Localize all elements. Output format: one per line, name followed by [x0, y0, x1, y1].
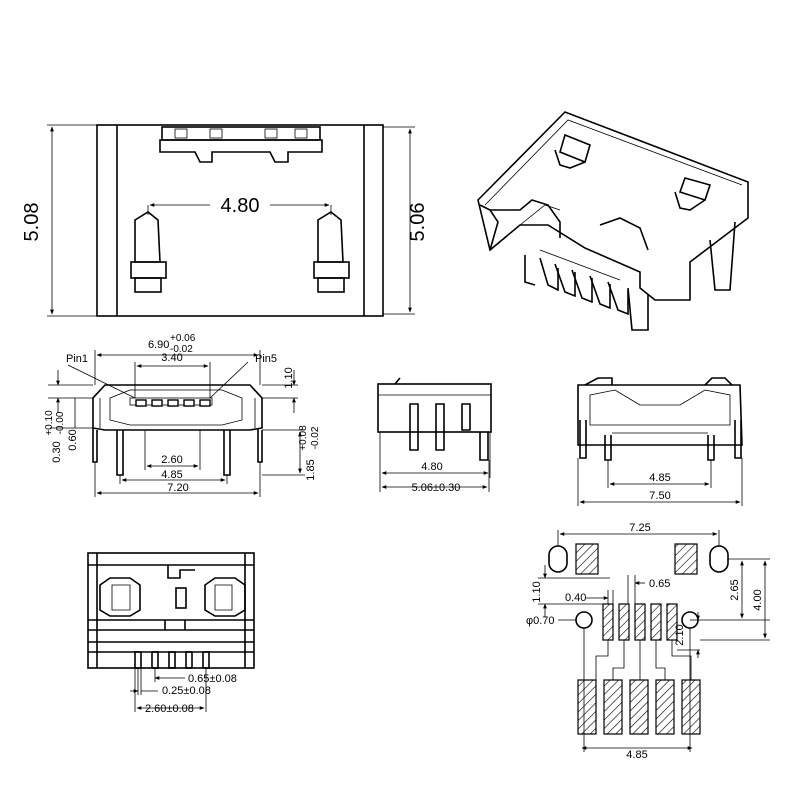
front-lead-h-minus: -0.02: [310, 426, 321, 449]
front-lead-h-plus: +0.08: [298, 425, 309, 451]
fp-phi070: φ0.70: [526, 615, 555, 627]
rear-d485: 4.85: [649, 472, 670, 484]
front-d485: 4.85: [161, 469, 182, 481]
top-height-right: 5.06: [407, 203, 429, 242]
fp-d110: 1.10: [531, 581, 543, 602]
side-d480: 4.80: [421, 461, 442, 473]
bottom-d260: 2.60±0.08: [145, 703, 194, 715]
fp-d725: 7.25: [629, 522, 650, 534]
fp-d065: 0.65: [649, 578, 670, 590]
front-width-top: 6.90: [148, 339, 169, 351]
front-left-t1-minus: -0.00: [55, 411, 66, 434]
front-d720: 7.20: [167, 482, 188, 494]
front-width-top-plus: +0.06: [170, 333, 196, 344]
side-d506: 5.06±0.30: [412, 482, 461, 494]
front-inner: 3.40: [161, 352, 182, 364]
front-left-t1-plus: +0.10: [44, 410, 55, 436]
footprint-view: [538, 530, 770, 752]
pin5-label: Pin5: [255, 353, 277, 365]
fp-d485: 4.85: [626, 749, 647, 761]
bottom-view: [87, 552, 255, 712]
front-d260: 2.60: [161, 454, 182, 466]
front-left-t2: 0.60: [67, 429, 79, 450]
top-view: [47, 124, 415, 317]
side-view: [377, 377, 492, 492]
bottom-d025: 0.25±0.08: [162, 685, 211, 697]
fp-d210: 2.10: [674, 624, 686, 645]
rear-d750: 7.50: [649, 490, 670, 502]
front-left-t1: 0.30: [51, 441, 63, 462]
front-lead-h: 1.85: [305, 459, 317, 480]
bottom-d065: 0.65±0.08: [188, 673, 237, 685]
fp-d400: 4.00: [752, 589, 764, 610]
pin1-label: Pin1: [66, 353, 88, 365]
fp-d265: 2.65: [729, 579, 741, 600]
front-view: [48, 350, 305, 497]
rear-view: [577, 377, 743, 506]
top-height-left: 5.08: [21, 203, 43, 242]
fp-d040: 0.40: [565, 592, 586, 604]
isometric-view: [477, 111, 749, 331]
front-right-h: 1.10: [283, 367, 295, 388]
front-width-top-minus: -0.02: [170, 344, 193, 355]
top-pin-spacing: 4.80: [221, 195, 260, 217]
